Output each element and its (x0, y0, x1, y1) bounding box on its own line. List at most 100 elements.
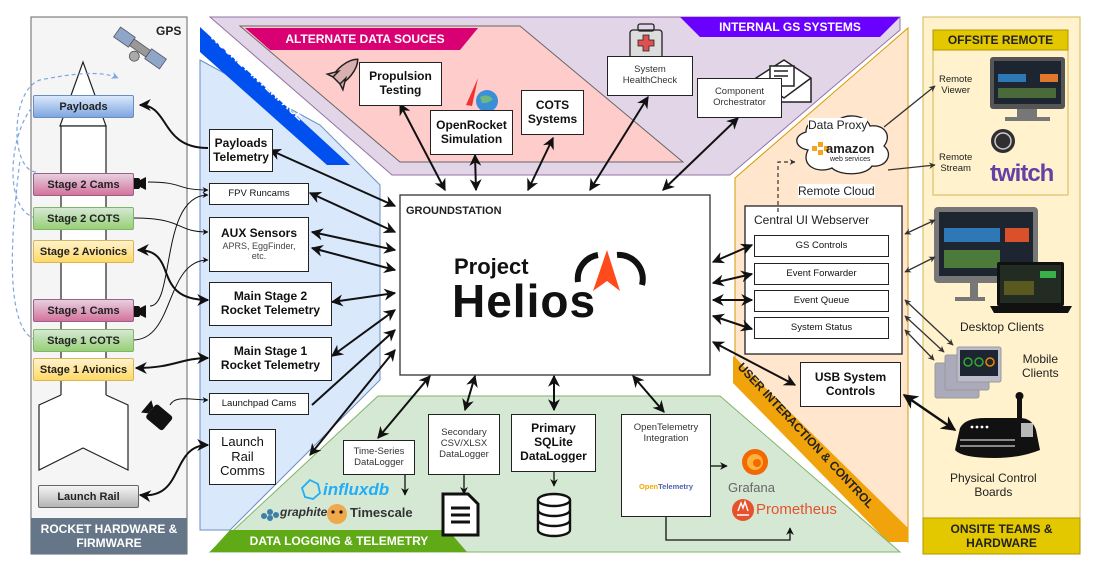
secondary-datalogger-box[interactable]: Secondary CSV/XLSX DataLogger (428, 414, 500, 475)
mobile-clients-label: Mobile Clients (1022, 352, 1059, 381)
connectors (132, 85, 957, 541)
system-healthcheck-box[interactable]: System HealthCheck (607, 56, 693, 96)
internal-gs-title: INTERNAL GS SYSTEMS (719, 20, 861, 34)
gs-controls-box[interactable]: GS Controls (754, 235, 889, 257)
healthcheck-line2: HealthCheck (622, 75, 678, 86)
usb-line1: USB System (814, 369, 887, 384)
rocket-interface-banner (200, 27, 350, 165)
alternate-data-banner (245, 28, 478, 50)
logo-project-text: Project (454, 254, 529, 279)
main-stage2-telemetry-box[interactable]: Main Stage 2 Rocket Telemetry (209, 282, 332, 326)
remote-viewer-line1: Remote (939, 74, 973, 85)
hw-launch-rail[interactable]: Launch Rail (38, 485, 139, 508)
aux-sensors-box[interactable]: AUX Sensors APRS, EggFinder, etc. (209, 217, 309, 272)
grafana-icon (742, 449, 768, 475)
offsite-remote-title: OFFSITE REMOTE (947, 33, 1054, 47)
hw-payloads[interactable]: Payloads (33, 95, 134, 118)
aws-brand-sub: web services (830, 156, 871, 163)
rocket-hardware-title-line1: ROCKET HARDWARE & (40, 521, 178, 536)
launch-rail-comms-line1: Launch (221, 433, 264, 449)
openrocket-line1: OpenRocket (436, 117, 507, 132)
hw-stage1-avionics[interactable]: Stage 1 Avionics (33, 358, 134, 381)
desktop-clients-label: Desktop Clients (960, 320, 1045, 334)
openrocket-simulation-box[interactable]: OpenRocket Simulation (430, 110, 513, 155)
influxdb-icon (300, 478, 321, 500)
propulsion-testing-box[interactable]: Propulsion Testing (359, 62, 442, 106)
event-forwarder-box[interactable]: Event Forwarder (754, 263, 889, 285)
component-orchestrator-box[interactable]: Component Orchestrator (697, 78, 782, 118)
mobile-line2: Clients (1022, 366, 1059, 381)
main-stage1-telemetry-box[interactable]: Main Stage 1 Rocket Telemetry (209, 337, 332, 381)
usb-system-controls-box[interactable]: USB System Controls (800, 362, 901, 407)
system-status-box[interactable]: System Status (754, 317, 889, 339)
otel-brand-a: Open (638, 481, 659, 491)
primary-line3: DataLogger (520, 448, 587, 463)
remote-stream-line1: Remote (939, 152, 973, 163)
fpv-runcams-box[interactable]: FPV Runcams (209, 183, 309, 205)
physical-control-boards-label: Physical Control Boards (950, 471, 1037, 500)
timescale-icon (327, 504, 347, 524)
grafana-label: Grafana (728, 480, 775, 495)
cots-line2: Systems (527, 111, 578, 126)
cots-line1: COTS (535, 97, 570, 112)
aws-logo-icon (812, 142, 829, 155)
mobile-line1: Mobile (1022, 352, 1059, 366)
remote-stream-label: Remote Stream (939, 152, 972, 175)
onsite-teams-title-line2: HARDWARE (966, 536, 1037, 550)
rocket-hardware-title: ROCKET HARDWARE & FIRMWARE (31, 518, 187, 554)
mobile-devices-icon (934, 346, 1002, 399)
hw-stage1-cots[interactable]: Stage 1 COTS (33, 329, 134, 352)
otel-line2: Integration (643, 432, 689, 444)
primary-datalogger-box[interactable]: Primary SQLite DataLogger (511, 414, 596, 472)
cots-systems-box[interactable]: COTS Systems (521, 90, 584, 135)
launch-rail-comms-box[interactable]: Launch Rail Comms (209, 429, 276, 485)
hw-stage2-cots[interactable]: Stage 2 COTS (33, 207, 134, 230)
webserver-title: Central UI Webserver (754, 213, 870, 227)
secondary-line3: DataLogger (439, 448, 489, 460)
opentelemetry-integration-box[interactable]: OpenTelemetry Integration OpenTelemetry (621, 414, 711, 517)
main-stage2-line1: Main Stage 2 (233, 289, 308, 304)
payloads-telemetry-box[interactable]: Payloads Telemetry (209, 129, 273, 172)
onsite-banner (922, 517, 1081, 555)
groundstation-box (399, 194, 711, 376)
launchpad-cams-box[interactable]: Launchpad Cams (209, 393, 309, 415)
secondary-line2: CSV/XLSX (440, 438, 488, 450)
main-stage1-line2: Rocket Telemetry (220, 358, 321, 372)
hw-stage2-cams[interactable]: Stage 2 Cams (33, 173, 134, 196)
remote-cloud-label: Remote Cloud (798, 184, 875, 199)
event-queue-box[interactable]: Event Queue (754, 290, 889, 312)
alternate-data-title: ALTERNATE DATA SOUCES (285, 32, 445, 46)
aws-brand-text: amazon (826, 141, 875, 156)
document-icon (441, 492, 480, 537)
user-interaction-banner (733, 356, 908, 542)
aux-sensors-title: AUX Sensors (220, 226, 298, 241)
timescale-label: Timescale (350, 505, 413, 520)
graphite-label: graphite (280, 505, 328, 519)
data-logging-title: DATA LOGGING & TELEMETRY (249, 534, 429, 548)
offsite-remote-banner (932, 29, 1069, 51)
launch-rail-comms-line2: Rail (231, 448, 254, 464)
data-logging-banner (210, 530, 467, 552)
influxdb-label: influxdb (323, 480, 390, 499)
gps-label: GPS (156, 24, 182, 38)
remote-stream-line2: Stream (940, 163, 971, 175)
onsite-teams-title-line1: ONSITE TEAMS & (950, 521, 1053, 536)
aux-sensors-sub1: APRS, EggFinder, (222, 241, 296, 252)
remote-viewer-label: Remote Viewer (939, 74, 972, 97)
data-proxy-label: Data Proxy (808, 118, 868, 133)
openrocket-icon (466, 78, 498, 112)
secondary-line1: Secondary (441, 427, 487, 439)
hw-stage1-cams[interactable]: Stage 1 Cams (33, 299, 134, 322)
logo-helios-text: Helios (452, 275, 597, 327)
propulsion-line1: Propulsion (369, 69, 432, 84)
hw-stage2-avionics[interactable]: Stage 2 Avionics (33, 240, 134, 263)
timeseries-datalogger-box[interactable]: Time-Series DataLogger (343, 440, 415, 475)
main-stage1-line1: Main Stage 1 (233, 344, 308, 359)
aux-sensors-sub2: etc. (251, 251, 267, 262)
otel-brand: OpenTelemetry (638, 481, 693, 492)
healthcheck-icon (629, 23, 663, 59)
timeseries-line2: DataLogger (354, 456, 404, 468)
openrocket-line2: Simulation (440, 131, 503, 146)
gps-link (16, 72, 119, 173)
onsite-teams-title: ONSITE TEAMS & HARDWARE (923, 518, 1080, 554)
